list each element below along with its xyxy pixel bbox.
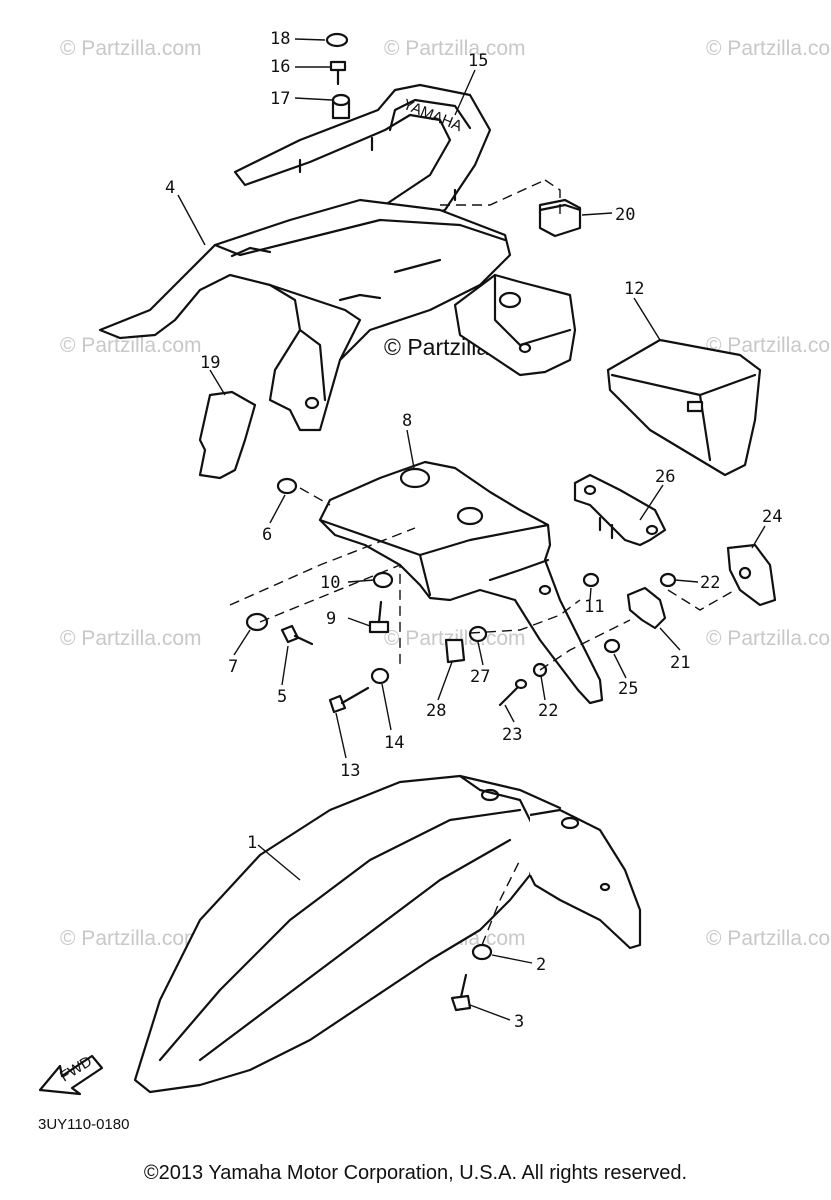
copyright-notice: ©2013 Yamaha Motor Corporation, U.S.A. A… (143, 1162, 688, 1184)
callout-6: 6 (262, 525, 272, 545)
part-4-rear-cover (98, 198, 512, 432)
watermark: © Partzilla.com (706, 37, 831, 60)
license-bracket (453, 273, 577, 377)
watermark: © Partzilla.com (60, 927, 202, 950)
callout-25: 25 (618, 679, 638, 699)
callout-21: 21 (670, 653, 690, 673)
part-19-pad (198, 390, 257, 480)
part-21-bracket (626, 586, 667, 630)
callout-22-lower: 22 (538, 701, 558, 721)
callout-14: 14 (384, 733, 404, 753)
watermark: © Partzilla.com (706, 927, 831, 950)
callout-1: 1 (247, 833, 257, 853)
callout-17: 17 (270, 89, 290, 109)
callout-13: 13 (340, 761, 360, 781)
callout-23: 23 (502, 725, 522, 745)
callout-22-upper: 22 (700, 573, 720, 593)
part-1-front-fender (133, 774, 642, 1094)
watermark: © Partzilla.com (384, 627, 526, 650)
callout-26: 26 (655, 467, 675, 487)
watermark: © Partzilla.com (60, 334, 202, 357)
callout-4: 4 (165, 178, 175, 198)
callout-28: 28 (426, 701, 446, 721)
leader-lines (177, 38, 766, 1021)
callout-12: 12 (624, 279, 644, 299)
callout-24: 24 (762, 507, 782, 527)
fwd-arrow-icon: FWD (38, 1053, 104, 1096)
part-24-reflector (726, 543, 777, 607)
callout-8: 8 (402, 411, 412, 431)
callout-11: 11 (584, 597, 604, 617)
part-26-stay (573, 473, 667, 547)
callout-5: 5 (277, 687, 287, 707)
watermark: © Partzilla.com (60, 37, 202, 60)
watermarks: © Partzilla.com © Partzilla.com © Partzi… (60, 37, 831, 950)
callout-18: 18 (270, 29, 290, 49)
callout-9: 9 (326, 609, 336, 629)
callouts: 18 16 17 15 4 20 12 19 8 26 24 6 10 9 11… (165, 29, 782, 1032)
watermark: © Partzilla.com (706, 627, 831, 650)
callout-20: 20 (615, 205, 635, 225)
watermark: © Partzilla.com (60, 627, 202, 650)
callout-10: 10 (320, 573, 340, 593)
assembly-lines (229, 179, 736, 946)
callout-27: 27 (470, 667, 490, 687)
watermark: © Partzilla.com (706, 334, 831, 357)
callout-15: 15 (468, 51, 488, 71)
part-20-block (538, 198, 582, 238)
watermark: © Partzilla.com (384, 37, 526, 60)
callout-7: 7 (228, 657, 238, 677)
diagram-code: 3UY110-0180 (38, 1116, 129, 1133)
callout-19: 19 (200, 353, 220, 373)
callout-3: 3 (514, 1012, 524, 1032)
part-12-housing (606, 338, 762, 477)
part-8-tail-fender (318, 460, 604, 705)
callout-2: 2 (536, 955, 546, 975)
callout-16: 16 (270, 57, 290, 77)
